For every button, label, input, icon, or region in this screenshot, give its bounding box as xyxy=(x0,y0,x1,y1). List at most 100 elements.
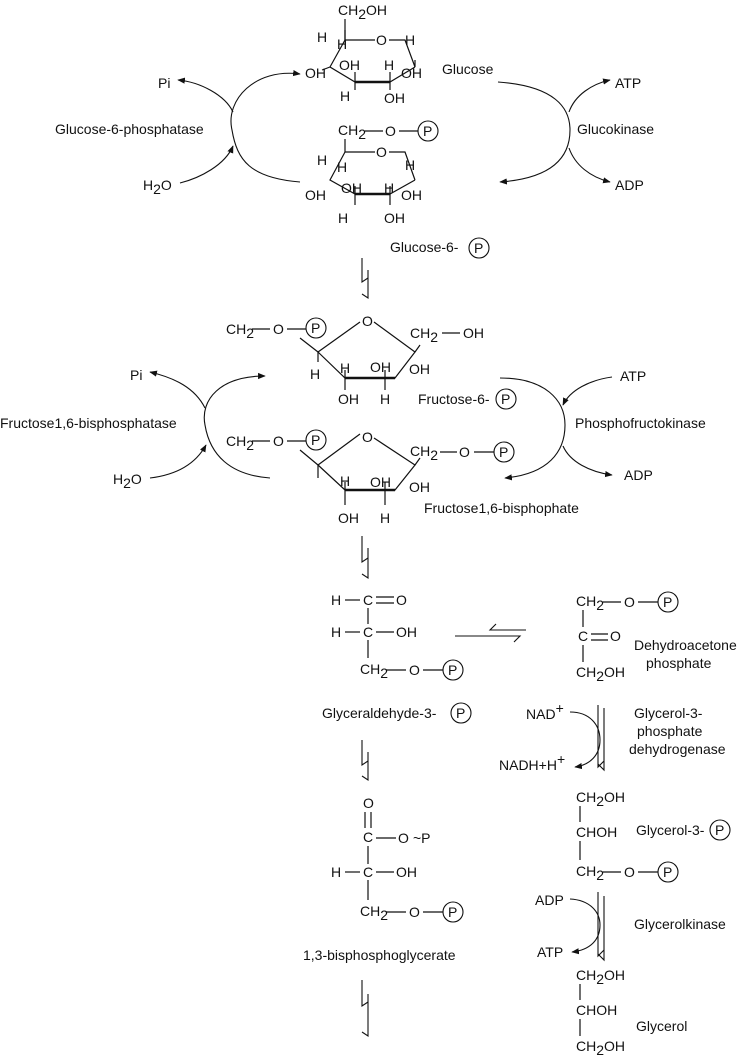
f16bp-c1-label: CH2 xyxy=(410,443,438,463)
equilibrium-arrow-1 xyxy=(361,258,369,300)
phosphofructokinase-arc xyxy=(499,377,566,481)
g6p-c4-oh: OH xyxy=(305,187,326,203)
dhap-phosphate-circle xyxy=(657,591,679,613)
glycerol-3-phosphate-structure: CH2OH CHOH CH2 O P xyxy=(576,789,679,883)
fbpase-pi-label: Pi xyxy=(130,367,142,383)
gap-c1-o: O xyxy=(396,592,407,608)
glycerol-label: Glycerol xyxy=(636,1018,687,1034)
f16bp-c2-bond xyxy=(414,457,421,466)
g6p-o-label: O xyxy=(385,123,396,139)
f6p-ring-oxygen: O xyxy=(362,313,373,329)
bpg-c2-oh: OH xyxy=(396,864,417,880)
glucose-c4-oh: OH xyxy=(305,65,326,81)
f6p-ring-left-top xyxy=(317,321,361,353)
dhap-label-line2: phosphate xyxy=(646,655,712,671)
fructose-1-6-bisphosphate-structure: CH2 O P O CH2 O P OH H OH OH H xyxy=(226,429,515,526)
gap-c2-h: H xyxy=(331,624,341,640)
bpg-tilde-p: ~P xyxy=(413,830,431,846)
glycerol-3-p-label: Glycerol-3- xyxy=(636,822,705,838)
bpg-c1-c: C xyxy=(363,829,373,845)
g6p-c3-h: H xyxy=(338,210,348,226)
glycerol-c1: CH2OH xyxy=(576,967,625,987)
dhap-o-label: O xyxy=(624,594,635,610)
glycerolkinase-arc xyxy=(569,898,601,955)
gap-phosphate-label: P xyxy=(448,662,457,678)
equilibrium-arrow-4 xyxy=(361,980,369,1038)
glucose-c4-bond xyxy=(321,66,331,71)
f6p-c4-oh: OH xyxy=(338,391,359,407)
glucose-label: Glucose xyxy=(442,61,494,77)
h2o-input-arrow xyxy=(179,145,234,184)
glucose-c3-h: H xyxy=(340,88,350,104)
g3p-c1-ch2oh: CH2OH xyxy=(576,789,625,809)
fbpase-h2o-arrow xyxy=(149,444,207,479)
g6p-ring-oxygen: O xyxy=(376,144,387,160)
f16bp-ring-oxygen: O xyxy=(362,429,373,445)
pfk-adp-label: ADP xyxy=(624,467,653,483)
glucose-ch2oh-label: CH2OH xyxy=(338,2,387,22)
glucokinase-arc xyxy=(497,81,571,185)
fructose-bisphosphatase-arc xyxy=(203,372,271,479)
f16bp-c2-oh: OH xyxy=(409,479,430,495)
glucose-ring-right xyxy=(389,39,416,68)
glycerol-c3: CH2OH xyxy=(576,1038,625,1056)
f16bp-o-label: O xyxy=(273,433,284,449)
g6p-c1-oh: OH xyxy=(401,187,422,203)
phosphofructokinase-label: Phosphofructokinase xyxy=(575,415,706,431)
dhap-c1-ch2: CH2 xyxy=(576,593,604,613)
gap-phosphate-circle xyxy=(442,659,464,681)
g6p-c3-oh: OH xyxy=(341,180,362,196)
glucokinase-atp-label: ATP xyxy=(615,75,641,91)
glucose-ring-oxygen: O xyxy=(376,32,387,48)
g6p-c2-oh: OH xyxy=(384,210,405,226)
f6p-c4-h: H xyxy=(340,360,350,376)
glucose-6-phosphate-structure: CH2 O P O H H H OH OH OH H H OH xyxy=(305,120,439,226)
g3pdh-label-line2: phosphate xyxy=(637,723,703,739)
isomerase-equilibrium-arrow xyxy=(455,623,526,643)
f6p-ring-rest xyxy=(317,321,416,379)
fbpase-pi-arrow xyxy=(149,370,206,409)
gap-c1-h: H xyxy=(331,592,341,608)
fructose-6-phosphate-structure: CH2 O P O H CH2 OH OH H OH OH H xyxy=(226,313,484,407)
g3p-o-label: O xyxy=(624,864,635,880)
glucokinase-label: Glucokinase xyxy=(577,121,654,137)
f16bp-c4-oh: OH xyxy=(338,510,359,526)
g3p-c2-chohh: CHOH xyxy=(576,824,617,840)
dhap-phosphate-label: P xyxy=(663,594,672,610)
g3p-phosphate-circle xyxy=(657,861,679,883)
f16bp-c3-h: H xyxy=(380,510,390,526)
glycerolkinase-label: Glycerolkinase xyxy=(634,916,726,932)
f6p-c2-bond xyxy=(414,344,421,353)
h2o-label: H2O xyxy=(143,177,172,197)
g6p-p-label: P xyxy=(423,123,432,139)
g6p-ch2-label: CH2 xyxy=(338,122,366,142)
fbpase-h2o-label: H2O xyxy=(113,471,142,491)
f6p-c1-label: CH2 xyxy=(410,325,438,345)
dhap-c2-c: C xyxy=(578,628,588,644)
glucose-6-p-circle xyxy=(468,237,490,259)
nadh-label: NADH+H+ xyxy=(499,751,565,773)
equilibrium-arrow-3 xyxy=(361,740,369,782)
glyceraldehyde-3-p-circle-label: P xyxy=(456,705,465,721)
f6p-c6-p-label: P xyxy=(311,320,320,336)
glycerolkinase-equilibrium-arrow xyxy=(597,892,605,962)
g6p-c5-h: H xyxy=(317,152,327,168)
f6p-c3-h: H xyxy=(380,391,390,407)
f6p-c5-h: H xyxy=(310,366,320,382)
glucose-c3-oh: OH xyxy=(339,57,360,73)
glycerolkinase-adp-label: ADP xyxy=(535,892,564,908)
g3pdh-nad-arc xyxy=(569,711,601,770)
f16bp-c1-phosphate xyxy=(493,441,515,463)
glycerol-3-p-circle xyxy=(709,819,731,841)
glyceraldehyde-3-p-label: Glyceraldehyde-3- xyxy=(322,705,437,721)
pfk-adp-arrow xyxy=(562,445,613,478)
f16bp-c1-o: O xyxy=(459,444,470,460)
gap-c3-ch2: CH2 xyxy=(360,661,388,681)
f16bp-c4-h: H xyxy=(340,473,350,489)
glucose-6-p-label: Glucose-6- xyxy=(390,239,459,255)
glyceraldehyde-3-p-circle xyxy=(450,702,472,724)
nad-label: NAD+ xyxy=(526,700,564,722)
bpg-c3-o: O xyxy=(409,904,420,920)
glucokinase-adp-arrow xyxy=(568,147,611,184)
